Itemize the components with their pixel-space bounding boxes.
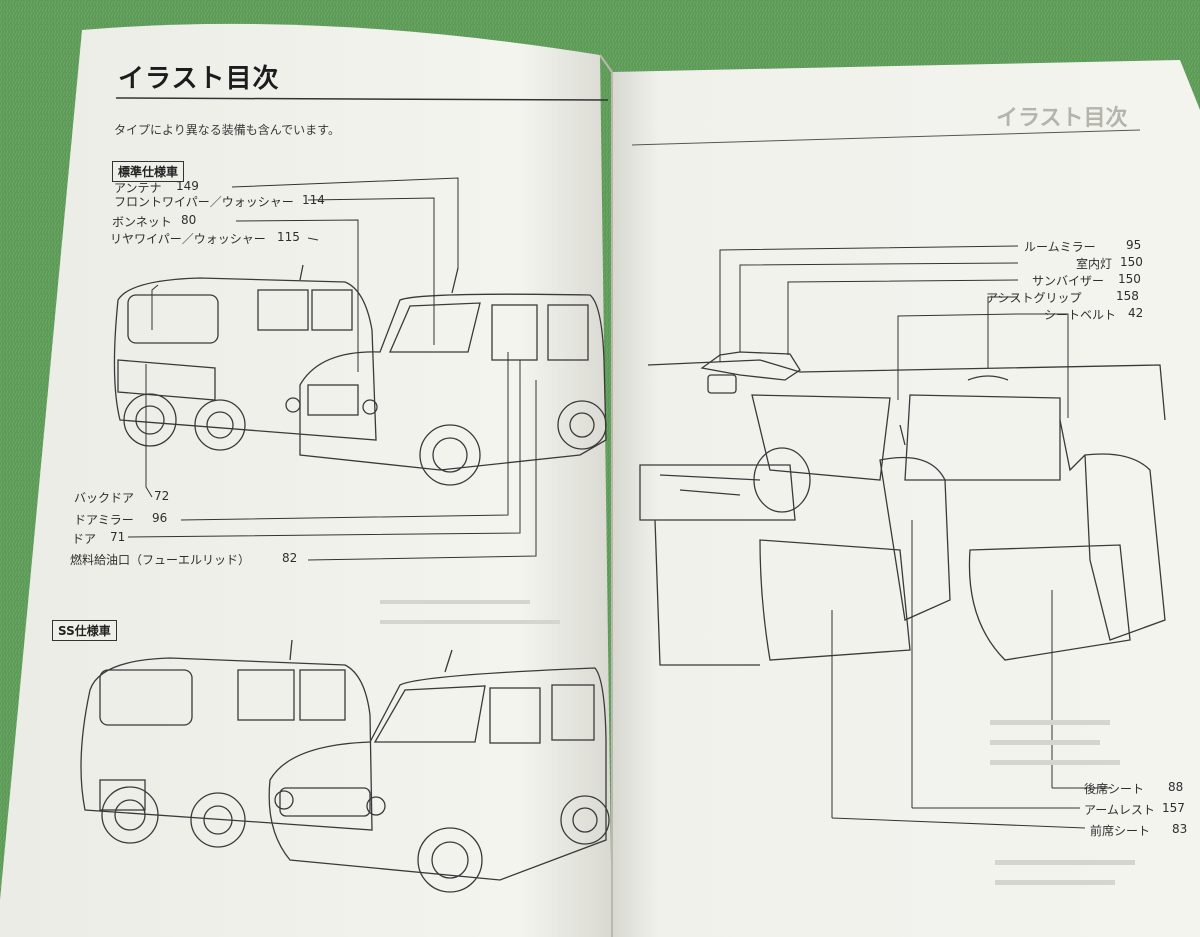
label-armrest-page: 157	[1162, 801, 1185, 815]
right-title-rule	[631, 129, 1141, 146]
label-rear-seat-page: 88	[1168, 780, 1184, 794]
label-front-seat-name: 前席シート	[1090, 824, 1151, 838]
label-front-wiper-name: フロントワイパー／ウォッシャー	[114, 195, 294, 209]
label-seat-belt-page: 42	[1128, 306, 1144, 320]
label-room-lamp-name: 室内灯	[1076, 257, 1113, 271]
interior-illustration	[639, 351, 1166, 666]
label-door-name: ドア	[72, 532, 97, 546]
label-bonnet-name: ボンネット	[112, 215, 172, 229]
label-bonnet-page: 80	[181, 213, 197, 227]
title-rule	[115, 97, 609, 101]
label-front-wiper-page: 114	[302, 193, 325, 207]
label-door-page: 71	[110, 530, 126, 544]
page-title: イラスト目次	[118, 64, 280, 94]
right-page	[612, 60, 1200, 937]
standard-model-badge: 標準仕様車	[112, 161, 185, 182]
right-leader-lines	[719, 245, 1110, 829]
label-antenna-page: 149	[176, 179, 199, 193]
standard-cars-illustration	[113, 264, 607, 486]
ss-model-badge: SS仕様車	[52, 620, 117, 641]
right-ghost-title: イラスト目次	[996, 106, 1128, 131]
label-fuel-lid-page: 82	[282, 551, 298, 565]
label-front-seat-page: 83	[1172, 822, 1188, 836]
label-sun-visor-page: 150	[1118, 272, 1141, 286]
label-seat-belt-name: シートベルト	[1044, 308, 1117, 322]
label-door-mirror-page: 96	[152, 511, 168, 525]
label-assist-grip-page: 158	[1116, 289, 1139, 303]
label-rear-seat-name: 後席シート	[1084, 782, 1145, 796]
label-armrest-name: アームレスト	[1084, 803, 1155, 817]
label-back-door-name: バックドア	[74, 491, 135, 505]
left-page	[0, 23, 612, 937]
label-sun-visor-name: サンバイザー	[1032, 274, 1105, 288]
bleed-through-marks	[380, 600, 1135, 885]
ss-cars-illustration	[80, 639, 610, 893]
label-room-lamp-page: 150	[1120, 255, 1143, 269]
book-spine	[599, 54, 613, 937]
label-assist-grip-name: アシストグリップ	[986, 291, 1082, 305]
left-leader-lines	[127, 177, 537, 561]
label-room-mirror-name: ルームミラー	[1024, 240, 1096, 254]
label-back-door-page: 72	[154, 489, 170, 503]
label-rear-wiper-page: 115	[277, 230, 300, 244]
label-room-mirror-page: 95	[1126, 238, 1142, 252]
label-antenna-name: アンテナ	[114, 181, 162, 195]
page-note: タイプにより異なる装備も含んでいます。	[114, 123, 340, 137]
label-fuel-lid-name: 燃料給油口（フューエルリッド）	[70, 553, 251, 567]
label-door-mirror-name: ドアミラー	[74, 513, 134, 527]
label-rear-wiper-name: リヤワイパー／ウォッシャー	[110, 232, 266, 246]
